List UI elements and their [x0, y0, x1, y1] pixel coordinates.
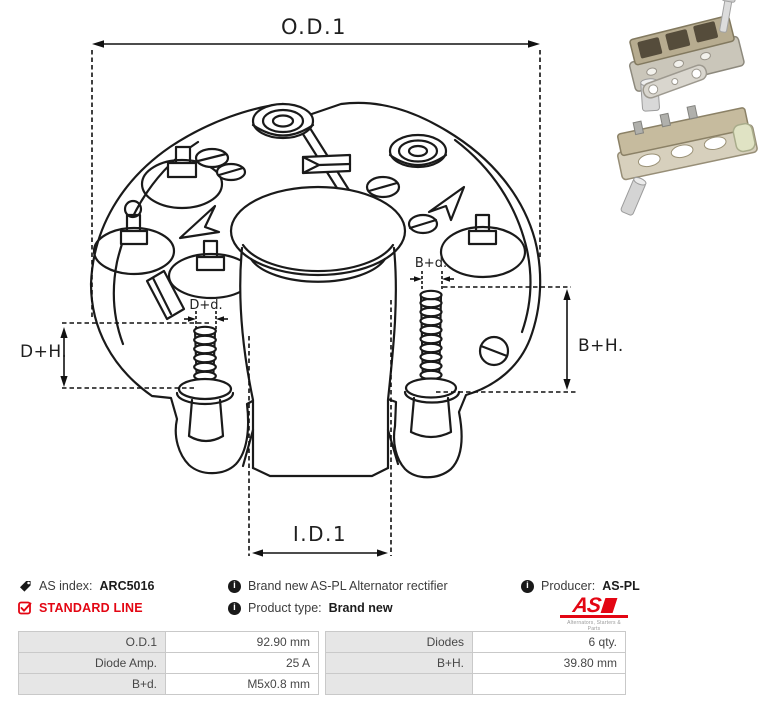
- product-photo-2: [617, 104, 758, 216]
- spec-value: 92.90 mm: [165, 631, 319, 653]
- spec-label: O.D.1: [18, 631, 166, 653]
- dim-label-od1: O.D.1: [281, 15, 347, 39]
- as-index-label: AS index:: [39, 579, 93, 593]
- as-pl-logo-tagline: Alternators, Starters & Parts: [567, 620, 621, 632]
- info-icon: [521, 579, 534, 593]
- dimension-lines: [60, 40, 578, 557]
- table-row: B+H. 39.80 mm: [325, 652, 626, 674]
- product-type-value: Brand new: [328, 601, 393, 615]
- table-row: Diode Amp. 25 A: [18, 652, 319, 674]
- stud-right: [403, 289, 461, 439]
- description-row: Brand new AS-PL Alternator rectifier: [228, 578, 448, 594]
- producer-row: Producer: AS-PL: [521, 578, 640, 594]
- dimension-dd: [184, 311, 228, 331]
- as-index-value: ARC5016: [99, 579, 155, 593]
- dim-label-bh: B+H.: [578, 336, 624, 356]
- dimension-id1: [248, 300, 392, 557]
- spec-label: Diodes: [325, 631, 473, 653]
- table-row: B+d. M5x0.8 mm: [18, 673, 319, 695]
- product-photo-bracket: [642, 64, 708, 99]
- standard-line-badge: STANDARD LINE: [39, 601, 143, 615]
- product-type-label: Product type:: [248, 601, 322, 615]
- info-icon: [228, 579, 241, 593]
- dimension-dh: [60, 322, 211, 389]
- spec-table: O.D.1 92.90 mm Diode Amp. 25 A B+d. M5x0…: [18, 631, 626, 695]
- stud-left: [175, 325, 235, 443]
- as-index-row: AS index: ARC5016: [18, 578, 154, 594]
- dim-label-dd: D+d.: [189, 298, 222, 313]
- as-pl-logo: AS Alternators, Starters & Parts: [560, 594, 628, 632]
- table-row: [325, 673, 626, 695]
- standard-line-row: STANDARD LINE: [18, 600, 143, 616]
- product-photo-1: [628, 0, 745, 112]
- dim-label-dh: D+H.: [20, 342, 67, 362]
- spec-label: Diode Amp.: [18, 652, 166, 674]
- producer-value: AS-PL: [602, 579, 640, 593]
- producer-label: Producer:: [541, 579, 596, 593]
- spec-value: 25 A: [165, 652, 319, 674]
- spec-label: [325, 673, 473, 695]
- spec-table-right: Diodes 6 qty. B+H. 39.80 mm: [325, 631, 626, 695]
- dimension-bh: [436, 286, 578, 393]
- dim-label-id1: I.D.1: [293, 522, 347, 546]
- spec-value: 39.80 mm: [472, 652, 626, 674]
- as-pl-logo-block: [600, 598, 618, 613]
- tag-icon: [20, 581, 31, 592]
- dimension-od1: [91, 40, 541, 320]
- info-icon: [228, 601, 241, 615]
- table-row: O.D.1 92.90 mm: [18, 631, 319, 653]
- table-row: Diodes 6 qty.: [325, 631, 626, 653]
- spec-value: M5x0.8 mm: [165, 673, 319, 695]
- spec-label: B+d.: [18, 673, 166, 695]
- product-description: Brand new AS-PL Alternator rectifier: [248, 579, 448, 593]
- product-type-row: Product type: Brand new: [228, 600, 393, 616]
- spec-value: [472, 673, 626, 695]
- dim-label-bd: B+d.: [415, 256, 447, 271]
- as-pl-logo-text: AS: [571, 594, 602, 617]
- technical-drawing: O.D.1 I.D.1 D+H. B+H. D+d. B+d.: [20, 0, 758, 557]
- spec-table-left: O.D.1 92.90 mm Diode Amp. 25 A B+d. M5x0…: [18, 631, 319, 695]
- spec-value: 6 qty.: [472, 631, 626, 653]
- checkbox-checked-icon: [18, 601, 32, 615]
- spec-label: B+H.: [325, 652, 473, 674]
- rectifier-outline: [89, 101, 542, 479]
- dimension-bd: [410, 271, 454, 291]
